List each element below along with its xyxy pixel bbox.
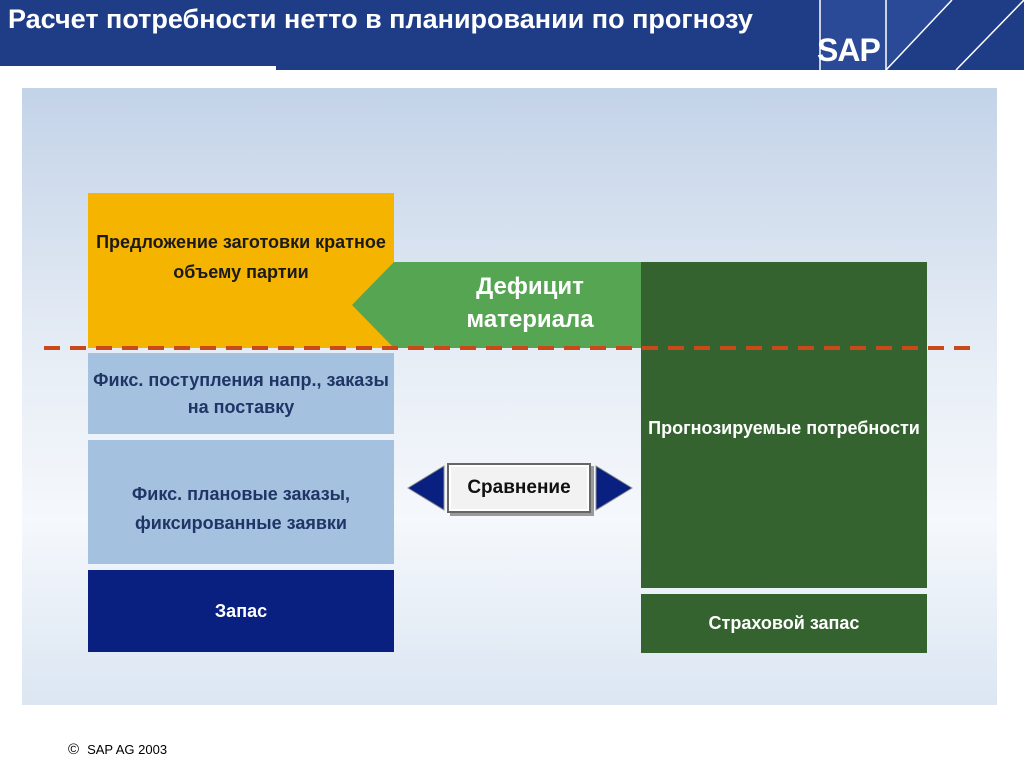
- stock-box: Запас: [88, 570, 394, 652]
- page-title: Расчет потребности нетто в планировании …: [8, 4, 753, 34]
- sap-logo-icon: [816, 0, 1024, 70]
- procurement-proposal-box: Предложение заготовки кратное объему пар…: [88, 193, 394, 348]
- sap-logo-text: SAP: [817, 32, 881, 68]
- copyright-icon: ©: [68, 741, 80, 758]
- comparison-label: Сравнение: [467, 477, 571, 498]
- compare-left-arrow-icon: [407, 465, 445, 511]
- footer-copyright: © SAP AG 2003: [68, 741, 167, 758]
- comparison-box: Сравнение: [447, 463, 591, 513]
- compare-right-arrow-icon: [595, 465, 633, 511]
- forecast-requirements-box: Прогнозируемые потребности: [641, 262, 927, 588]
- material-shortage-label: Дефицит материала: [466, 273, 594, 333]
- copyright-text: SAP AG 2003: [87, 742, 168, 757]
- fixed-receipts-box: Фикс. поступления напр., заказы на поста…: [88, 353, 394, 434]
- header-stripe: [0, 66, 276, 70]
- fixed-planned-orders-box: Фикс. плановые заказы, фиксированные зая…: [88, 440, 394, 564]
- deficit-arrow: [352, 262, 641, 348]
- safety-stock-box: Страховой запас: [641, 594, 927, 653]
